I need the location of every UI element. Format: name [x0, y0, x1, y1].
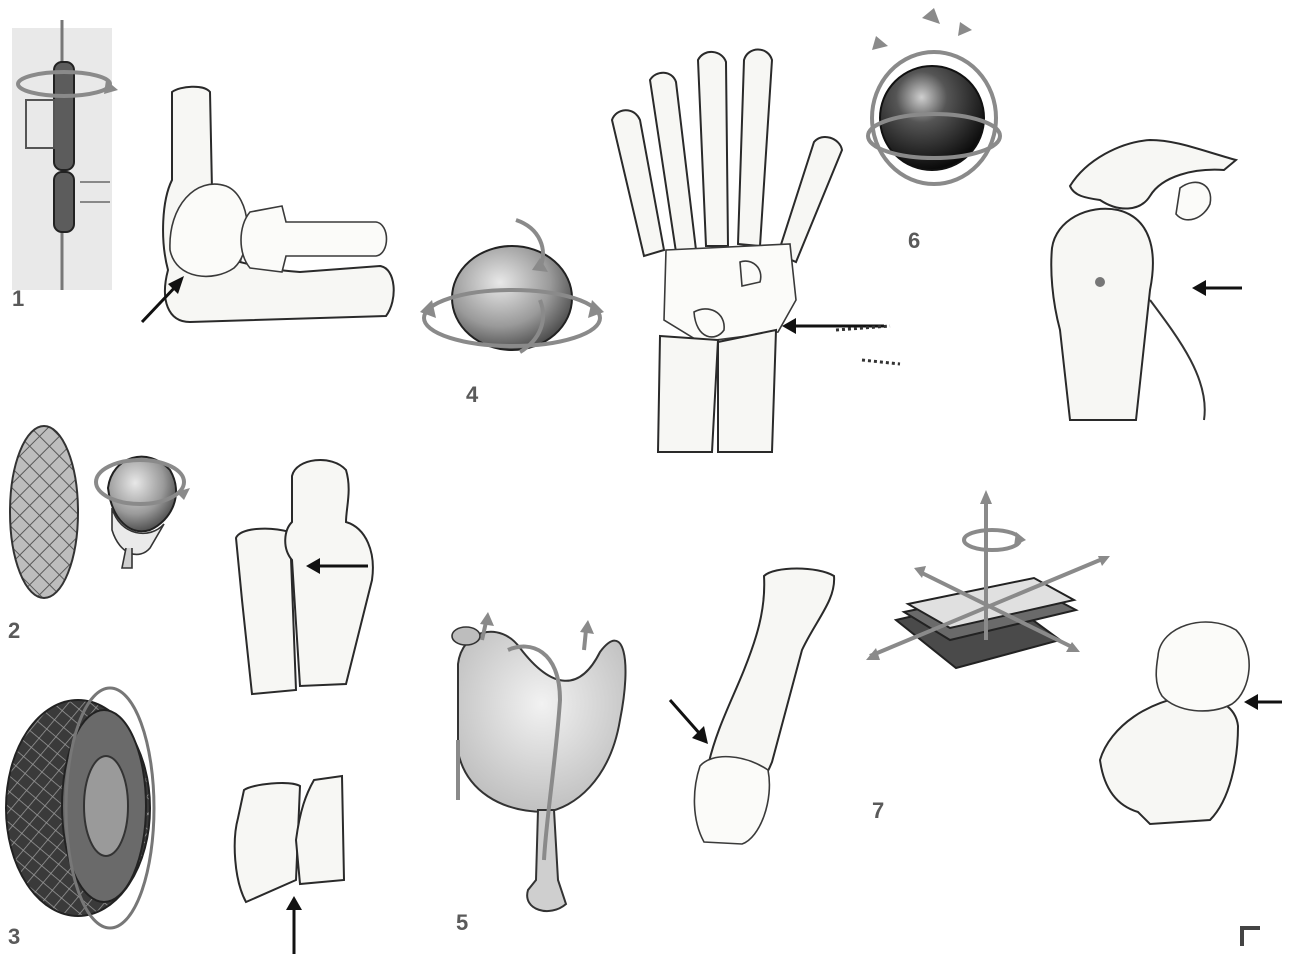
- ball-model: [868, 8, 1000, 184]
- corner-mark: [1242, 928, 1260, 946]
- cylinder-wheel-model: [6, 688, 154, 928]
- condylar-model: [10, 426, 190, 598]
- label-1: 1: [12, 286, 24, 312]
- plane-joint-model: [866, 490, 1110, 668]
- saddle-model: [452, 612, 626, 911]
- label-4: 4: [466, 382, 478, 408]
- shoulder-joint-drawing: [1051, 140, 1242, 420]
- metacarpal-joint-drawing: [236, 460, 373, 694]
- hinge-model: [12, 20, 118, 290]
- label-5: 5: [456, 910, 468, 936]
- ellipsoid-model: [420, 220, 604, 352]
- pivot-bone-drawing: [1100, 622, 1282, 824]
- thumb-carpometacarpal-drawing: [670, 569, 834, 845]
- label-3: 3: [8, 924, 20, 950]
- hand-skeleton-drawing: [612, 50, 900, 453]
- label-2: 2: [8, 618, 20, 644]
- radioulnar-joint-drawing: [235, 776, 344, 954]
- elbow-joint-drawing: [142, 87, 394, 322]
- label-6: 6: [908, 228, 920, 254]
- label-7: 7: [872, 798, 884, 824]
